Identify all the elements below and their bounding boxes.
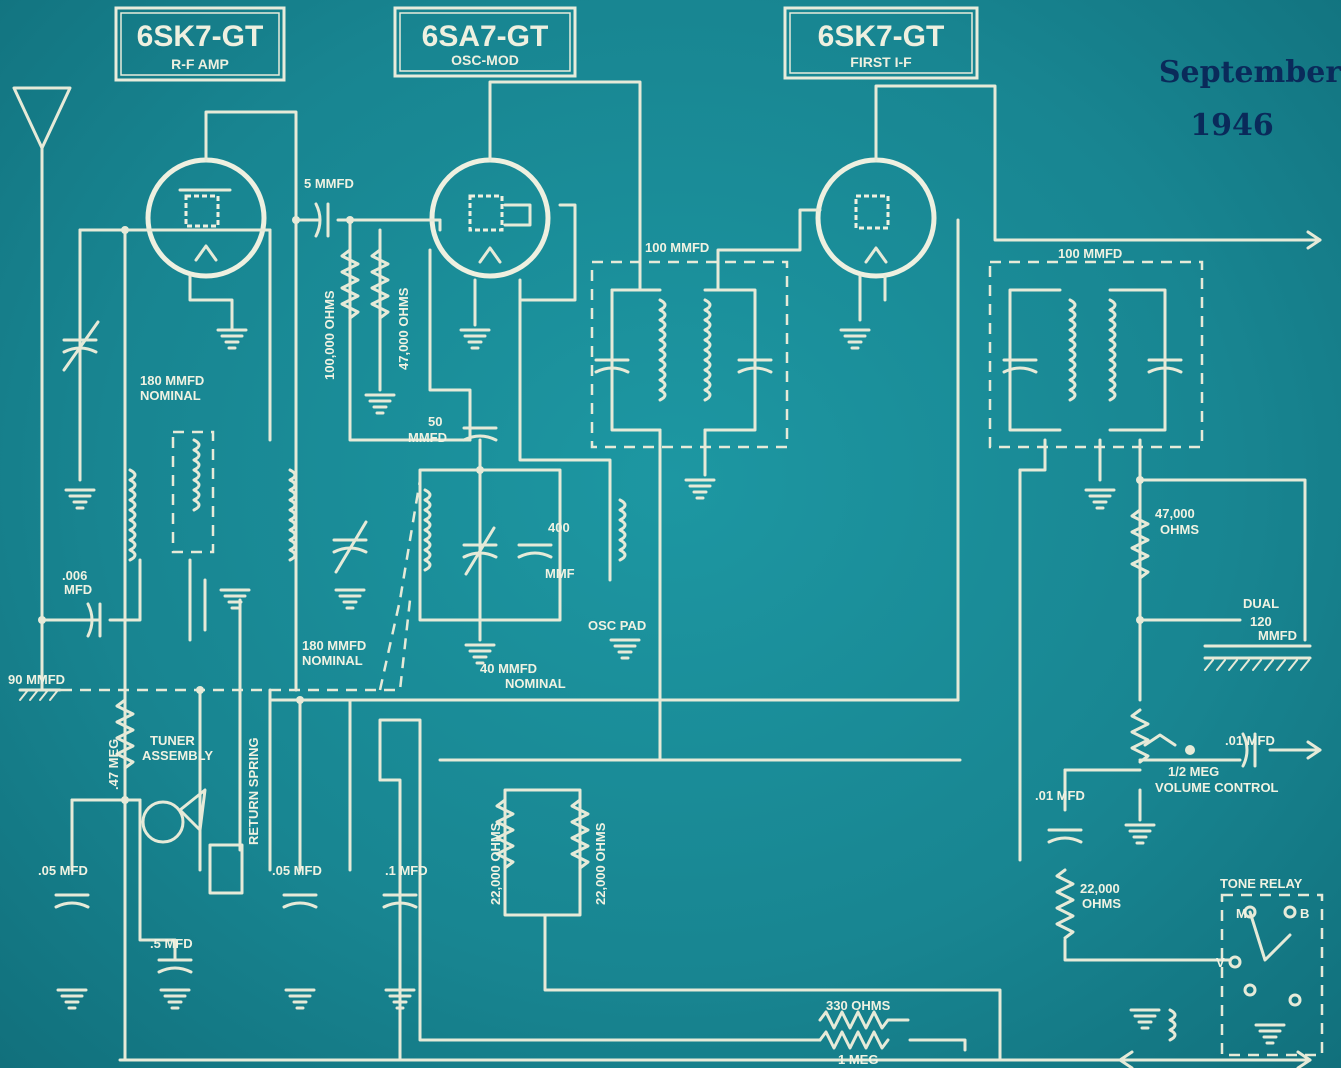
tube-header-box-1	[114, 6, 286, 82]
label-assembly: ASSEMBLY	[142, 748, 213, 763]
label-47meg: .47 MEG	[106, 739, 121, 790]
label-47k-ohms-a: 47,000 OHMS	[396, 287, 411, 370]
ground-symbols	[56, 328, 1286, 1045]
tuner-assembly	[141, 558, 244, 895]
coils	[128, 298, 1117, 572]
label-47k-b-ohms: OHMS	[1160, 522, 1199, 537]
junction-dots	[38, 216, 1144, 804]
label-22k-c-ohms: OHMS	[1082, 896, 1121, 911]
label-05-b: .05 MFD	[272, 863, 322, 878]
tone-relay	[1118, 893, 1324, 1062]
tube-1-symbol	[145, 157, 267, 279]
tube-2-type: 6SA7-GT	[422, 20, 549, 53]
label-dual: DUAL	[1243, 596, 1279, 611]
tube-3-symbol	[815, 157, 937, 279]
label-relay-b: B	[1300, 906, 1309, 921]
antenna-symbol	[12, 86, 72, 692]
resistors	[115, 248, 1177, 1050]
label-90mmfd: 90 MMFD	[8, 672, 65, 687]
date-month: September	[1159, 55, 1341, 90]
label-22k-b: 22,000 OHMS	[593, 822, 608, 905]
label-180mmfd-b: 180 MMFD	[302, 638, 366, 653]
label-47k-b: 47,000	[1155, 506, 1195, 521]
component-labels: 5 MMFD 100,000 OHMS 47,000 OHMS 100 MMFD…	[8, 176, 1309, 1067]
label-22k-a: 22,000 OHMS	[488, 822, 503, 905]
tube-3-type: 6SK7-GT	[818, 20, 945, 53]
label-40mmfd: 40 MMFD	[480, 661, 537, 676]
label-tone-relay: TONE RELAY	[1220, 876, 1303, 891]
label-100mmfd-a: 100 MMFD	[645, 240, 709, 255]
tube-3-function: FIRST I-F	[850, 54, 912, 70]
label-006: .006	[62, 568, 87, 583]
label-dual-mmfd: MMFD	[1258, 628, 1297, 643]
label-nominal-40: NOMINAL	[505, 676, 566, 691]
label-006-unit: MFD	[64, 582, 92, 597]
label-tuner: TUNER	[150, 733, 195, 748]
label-330-ohms: 330 OHMS	[826, 998, 891, 1013]
tube-2-symbol	[429, 157, 551, 279]
label-100k-ohms: 100,000 OHMS	[322, 290, 337, 380]
wiring	[40, 80, 1322, 1062]
label-nominal-b: NOMINAL	[302, 653, 363, 668]
label-100mmfd-b: 100 MMFD	[1058, 246, 1122, 261]
label-05-a: .05 MFD	[38, 863, 88, 878]
label-dual-120: 120	[1250, 614, 1272, 629]
date-year: 1946	[1190, 108, 1274, 143]
tube-1-function: R-F AMP	[171, 56, 229, 72]
label-01-b: .01 MFD	[1225, 733, 1275, 748]
output-arrows	[1118, 230, 1322, 1068]
label-relay-m: M	[1236, 906, 1247, 921]
label-01-a: .01 MFD	[1035, 788, 1085, 803]
label-half-meg: 1/2 MEG	[1168, 764, 1219, 779]
capacitors	[18, 202, 1312, 974]
label-22k-c: 22,000	[1080, 881, 1120, 896]
tube-header-box-2	[393, 6, 577, 78]
label-50: 50	[428, 414, 442, 429]
tube-2-function: OSC-MOD	[451, 52, 519, 68]
label-nominal-a: NOMINAL	[140, 388, 201, 403]
label-volume-control: VOLUME CONTROL	[1155, 780, 1279, 795]
label-5mfd: .5 MFD	[150, 936, 193, 951]
label-5mmfd: 5 MMFD	[304, 176, 354, 191]
label-50-unit: MMFD	[408, 430, 447, 445]
label-osc-pad: OSC PAD	[588, 618, 646, 633]
label-180mmfd-a: 180 MMFD	[140, 373, 204, 388]
label-400: 400	[548, 520, 570, 535]
label-relay-v: V	[1216, 955, 1225, 970]
tube-1-type: 6SK7-GT	[137, 20, 264, 53]
tube-header-box-3	[783, 6, 979, 80]
label-400-unit: MMF	[545, 566, 575, 581]
shield-outlines	[42, 260, 1204, 692]
label-1mfd: .1 MFD	[385, 863, 428, 878]
label-1meg: 1 MEG	[838, 1052, 878, 1067]
label-return-spring: RETURN SPRING	[246, 737, 261, 845]
